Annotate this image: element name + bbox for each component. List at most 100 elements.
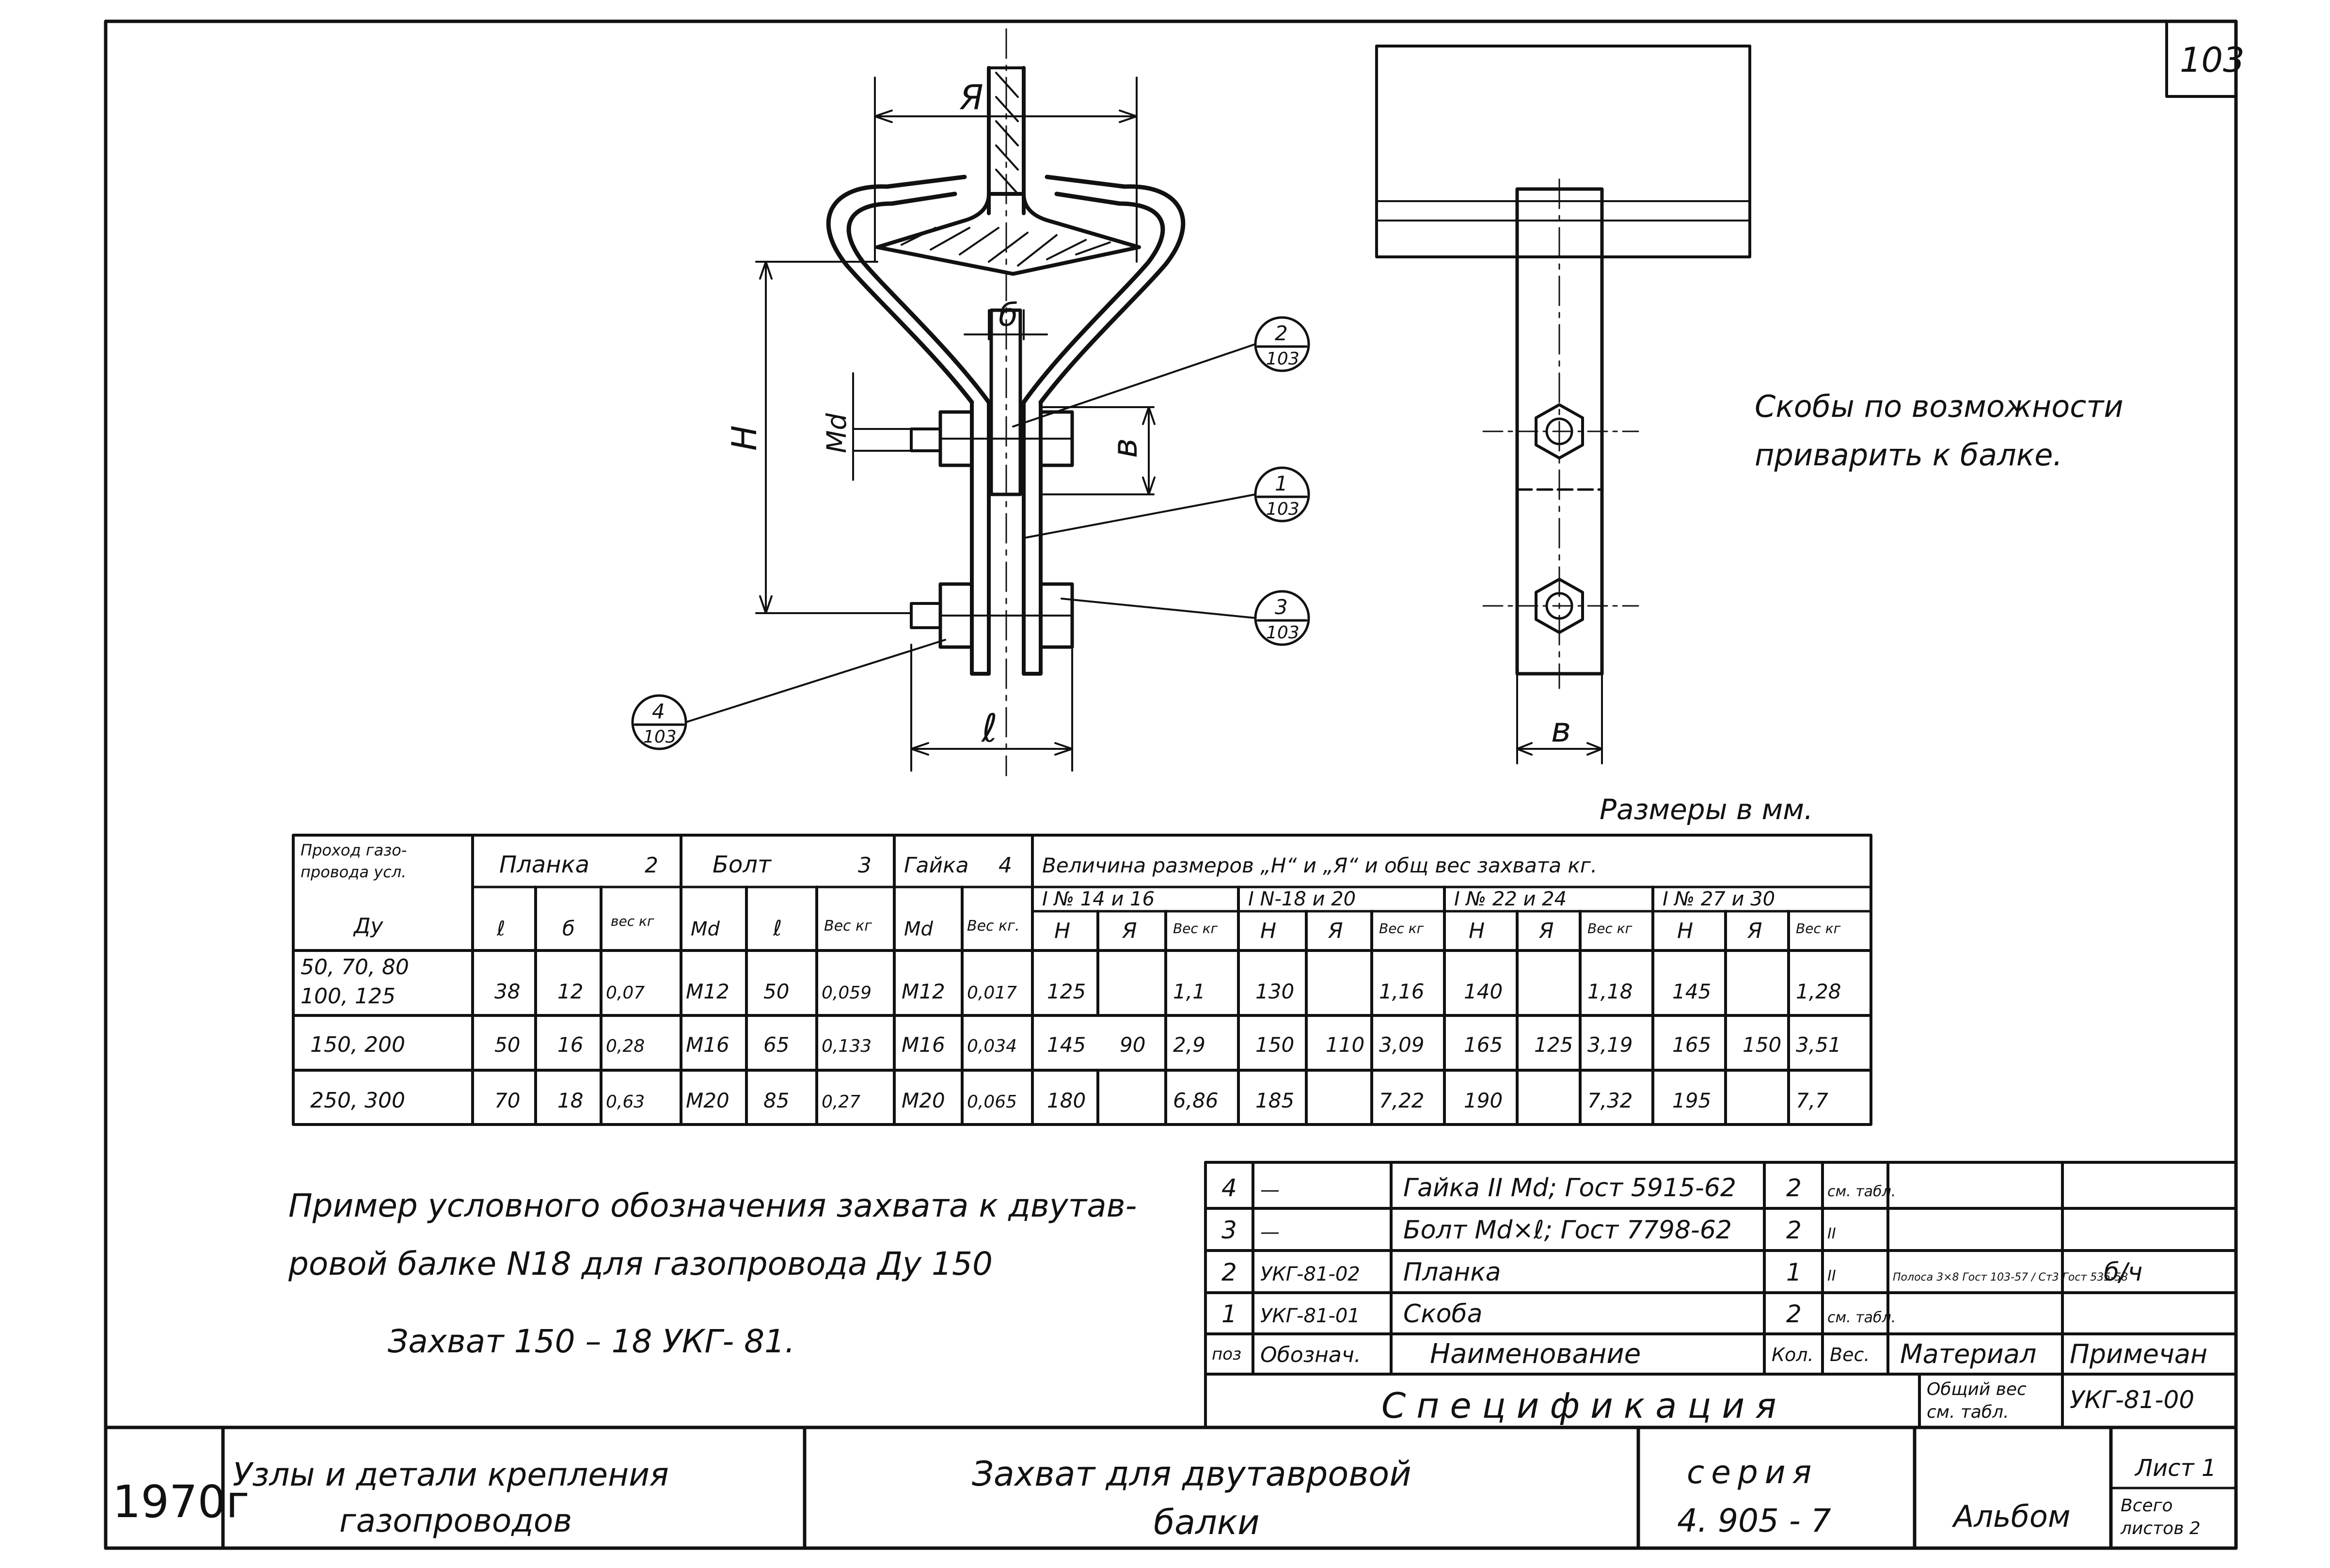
dim-A-label: Я — [959, 78, 983, 117]
svg-text:Мd: Мd — [904, 918, 934, 940]
svg-text:Примечан: Примечан — [2070, 1339, 2207, 1369]
spec-cell-pos: 4 — [1221, 1174, 1237, 1202]
svg-text:Вес кг: Вес кг — [1796, 920, 1841, 936]
size-table-cell: 125 — [1047, 980, 1086, 1003]
spec-cell-pos: 3 — [1221, 1216, 1237, 1244]
size-table-header: Проход газо- провода усл. Ду Планка 2 Бо… — [301, 841, 1775, 938]
size-table-cell: 0,28 — [606, 1036, 645, 1056]
svg-text:103: 103 — [643, 727, 677, 747]
section-title-1: Узлы и детали крепления — [233, 1456, 669, 1493]
svg-text:Вес кг: Вес кг — [824, 918, 872, 934]
svg-text:I № 14 и 16: I № 14 и 16 — [1042, 888, 1155, 910]
size-table-cell: 1,18 — [1587, 980, 1633, 1003]
svg-text:2: 2 — [645, 853, 658, 878]
size-table-cell: М16 — [902, 1033, 945, 1057]
svg-text:Я: Я — [1538, 919, 1554, 943]
spec-cell-des: — — [1260, 1179, 1280, 1201]
size-table-cell: 3,51 — [1796, 1033, 1841, 1057]
dim-b-label: б — [999, 297, 1018, 333]
size-table-cell: 7,7 — [1796, 1089, 1828, 1112]
size-table-cell: 12 — [557, 980, 583, 1003]
size-table-cell: 0,017 — [967, 983, 1017, 1003]
svg-text:Вес кг.: Вес кг. — [967, 918, 1020, 934]
callout-circles — [631, 316, 1310, 750]
example-line-3: Захват 150 – 18 УКГ- 81. — [388, 1323, 795, 1360]
spec-cell-qty: 1 — [1786, 1258, 1802, 1286]
size-table-cell: 1,16 — [1379, 980, 1425, 1003]
size-table-cell: 0,034 — [967, 1036, 1017, 1056]
svg-text:Вес кг: Вес кг — [1587, 920, 1633, 936]
svg-text:I N-18 и 20: I N-18 и 20 — [1248, 888, 1356, 910]
spec-cell-qty: 2 — [1786, 1174, 1802, 1202]
dim-H-label: Н — [725, 425, 764, 451]
drawing-name-1: Захват для двутавровой — [972, 1454, 1411, 1494]
svg-text:Н: Н — [1260, 919, 1276, 943]
svg-text:Общий вес: Общий вес — [1927, 1379, 2027, 1399]
size-table-cell: 90 — [1120, 1033, 1145, 1057]
spec-cell-des: УКГ-81-02 — [1260, 1263, 1360, 1285]
size-table-cell: 3,19 — [1587, 1033, 1633, 1057]
example-line-1: Пример условного обозначения захвата к д… — [288, 1187, 1137, 1224]
size-table-cell: 140 — [1464, 980, 1503, 1003]
dim-md-label: Мd — [821, 413, 852, 453]
spec-cell-qty: 2 — [1786, 1300, 1802, 1328]
size-table-cell: 1,1 — [1173, 980, 1205, 1003]
size-table-cell: 70 — [494, 1089, 520, 1112]
svg-text:Гайка: Гайка — [904, 853, 969, 878]
size-row-du-2: 100, 125 — [301, 984, 396, 1009]
size-table-grid — [292, 834, 1872, 1126]
svg-text:Болт: Болт — [713, 851, 772, 878]
callout-labels: 2 103 1 103 3 103 4 103 — [643, 321, 1300, 747]
spec-cell-name: Скоба — [1403, 1299, 1482, 1329]
total-sheets-2: листов 2 — [2120, 1519, 2201, 1538]
size-table-cell: 18 — [557, 1089, 583, 1112]
svg-text:Материал: Материал — [1900, 1339, 2036, 1369]
sheet-number-box — [2165, 20, 2237, 98]
size-table-cell: 0,27 — [822, 1092, 860, 1112]
size-table-cell: 180 — [1047, 1089, 1086, 1112]
size-table-cell: М12 — [902, 980, 945, 1003]
svg-text:4: 4 — [652, 699, 665, 723]
size-table-cell: 165 — [1464, 1033, 1503, 1057]
title-block-grid — [104, 1425, 2238, 1550]
svg-text:Вес кг: Вес кг — [1173, 920, 1218, 936]
spec-cell-w: см. табл. — [1827, 1309, 1896, 1326]
svg-text:103: 103 — [1266, 499, 1300, 519]
size-table-cell: 16 — [557, 1033, 583, 1057]
svg-text:Мd: Мd — [691, 918, 720, 940]
svg-text:I № 22 и 24: I № 22 и 24 — [1454, 888, 1567, 910]
section-title-2: газопроводов — [339, 1502, 572, 1539]
size-table-cell: 145 — [1672, 980, 1711, 1003]
size-table-cell: 7,22 — [1379, 1089, 1425, 1112]
dim-l-label: ℓ — [981, 706, 998, 751]
sheet-number: 103 — [2180, 40, 2245, 80]
weld-note-line-2: приварить к балке. — [1755, 437, 2062, 473]
side-view — [1375, 45, 1751, 764]
svg-text:3: 3 — [858, 853, 872, 878]
size-table-cell: 2,9 — [1173, 1033, 1205, 1057]
spec-cell-name: Планка — [1403, 1258, 1501, 1287]
svg-text:Вес кг: Вес кг — [1379, 920, 1424, 936]
size-table-cell: 38 — [494, 980, 520, 1003]
svg-text:103: 103 — [1266, 623, 1300, 643]
front-view — [826, 28, 1186, 776]
svg-text:Ду: Ду — [353, 914, 383, 938]
spec-cell-name: Болт Мd×ℓ; Гост 7798-62 — [1403, 1216, 1732, 1245]
svg-text:Н: Н — [1054, 919, 1070, 943]
svg-text:Н: Н — [1677, 919, 1693, 943]
size-row-du: 50, 70, 80 — [301, 955, 409, 980]
svg-text:Планка: Планка — [499, 851, 589, 878]
svg-text:см. табл.: см. табл. — [1927, 1402, 2009, 1422]
size-row-du: 250, 300 — [310, 1088, 405, 1113]
album-label: Альбом — [1951, 1499, 2071, 1534]
size-table-subheader: ℓ б вес кг Мd ℓ Вес кг Мd Вес кг. Н Я Ве… — [496, 913, 1841, 943]
series-label: серия — [1687, 1454, 1818, 1491]
svg-text:б: б — [562, 917, 575, 940]
size-table-cell: 185 — [1255, 1089, 1294, 1112]
svg-text:1: 1 — [1275, 472, 1288, 495]
svg-text:Проход газо-: Проход газо- — [301, 841, 407, 859]
